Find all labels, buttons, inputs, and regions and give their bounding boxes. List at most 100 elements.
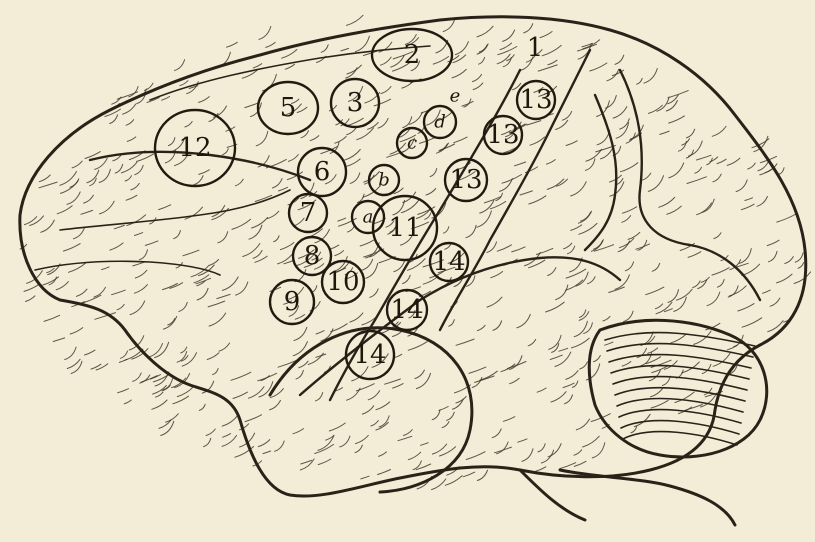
hatch-stroke <box>768 251 777 261</box>
hatch-stroke <box>366 264 378 279</box>
hatch-stroke <box>576 419 589 430</box>
hatch-stroke <box>566 141 577 146</box>
region-label: 13 <box>449 165 482 195</box>
hatch-stroke <box>477 470 487 480</box>
hatch-stroke <box>597 130 610 145</box>
hatch-stroke <box>477 325 485 330</box>
region-marker-1: 1 <box>527 33 544 63</box>
hatch-stroke <box>745 198 753 201</box>
hatch-stroke <box>473 74 482 81</box>
hatch-stroke <box>180 81 188 86</box>
region-marker-5: 5 <box>258 82 318 134</box>
hatch-stroke <box>56 282 68 290</box>
hatch-stroke <box>404 430 413 436</box>
hatch-stroke <box>512 247 525 252</box>
hatch-stroke <box>503 30 515 41</box>
hatch-stroke <box>76 289 87 296</box>
hatch-stroke <box>493 321 502 331</box>
region-marker-a: a <box>352 201 384 233</box>
hatch-stroke <box>374 99 391 106</box>
hatch-stroke <box>551 392 566 402</box>
hatch-stroke <box>118 389 129 393</box>
hatch-stroke <box>274 236 280 242</box>
hatch-stroke <box>572 338 590 348</box>
hatch-stroke <box>714 233 721 239</box>
hatch-stroke <box>555 352 571 366</box>
hatch-stroke <box>527 121 541 125</box>
hatch-stroke <box>402 82 412 88</box>
hatch-stroke <box>559 348 568 351</box>
hatch-stroke <box>280 243 294 250</box>
hatch-stroke <box>522 449 533 462</box>
hatch-stroke <box>518 439 527 442</box>
hatch-stroke <box>368 391 380 400</box>
hatch-stroke <box>253 64 262 68</box>
hatch-stroke <box>95 158 108 169</box>
hatch-stroke <box>370 289 379 298</box>
region-marker-3: 3 <box>331 79 379 127</box>
hatch-stroke <box>638 240 647 250</box>
hatch-stroke <box>556 285 568 300</box>
hatch-stroke <box>748 163 756 169</box>
hatch-stroke <box>350 313 363 322</box>
hatch-stroke <box>403 275 411 283</box>
hatch-stroke <box>454 137 468 143</box>
hatch-stroke <box>785 257 794 264</box>
hatch-stroke <box>637 78 643 84</box>
hatch-stroke <box>235 179 243 186</box>
hatch-stroke <box>542 45 561 55</box>
hatch-stroke <box>72 161 82 168</box>
hatch-stroke <box>321 45 328 53</box>
hatch-stroke <box>758 161 768 170</box>
hatch-stroke <box>185 122 192 128</box>
region-label: 8 <box>304 241 321 271</box>
hatch-stroke <box>275 441 285 451</box>
hatch-stroke <box>81 210 93 214</box>
hatch-stroke <box>331 324 348 332</box>
hatch-stroke <box>693 281 701 288</box>
hatch-stroke <box>777 214 797 223</box>
hatch-stroke <box>44 315 60 321</box>
hatch-stroke <box>110 243 123 250</box>
hatch-stroke <box>356 435 369 443</box>
region-label: c <box>407 133 417 154</box>
hatch-stroke <box>219 343 230 351</box>
hatch-stroke <box>207 353 219 360</box>
hatch-stroke <box>686 129 694 138</box>
hatch-stroke <box>536 248 552 254</box>
hatch-stroke <box>456 397 466 404</box>
hatch-stroke <box>166 414 179 422</box>
hatch-stroke <box>96 364 108 370</box>
hatch-stroke <box>538 65 557 71</box>
hatch-stroke <box>442 422 449 428</box>
hatch-stroke <box>362 406 373 414</box>
hatch-stroke <box>67 192 80 205</box>
hatch-stroke <box>622 216 631 223</box>
hatch-stroke <box>318 459 331 465</box>
hatch-stroke <box>497 54 510 64</box>
hatch-stroke <box>528 260 545 268</box>
hatch-stroke <box>249 225 262 239</box>
hatch-stroke <box>795 253 803 262</box>
hatch-stroke <box>548 268 556 276</box>
hatch-stroke <box>514 162 525 166</box>
hatch-stroke <box>466 225 476 237</box>
hatch-stroke <box>503 417 514 422</box>
hatch-stroke <box>145 241 158 246</box>
hatch-stroke <box>348 227 355 232</box>
hatch-stroke <box>770 298 780 306</box>
hatch-stroke <box>392 331 401 336</box>
hatch-stroke <box>380 57 391 65</box>
hatch-stroke <box>687 177 706 184</box>
region-marker-b: b <box>369 165 399 195</box>
hatch-stroke <box>741 204 754 210</box>
hatch-stroke <box>125 176 131 181</box>
hatch-stroke <box>432 410 440 420</box>
hatch-stroke <box>355 36 369 52</box>
hatch-stroke <box>393 384 404 389</box>
region-label: 10 <box>326 267 359 297</box>
hatch-stroke <box>408 452 420 460</box>
hatch-stroke <box>199 97 210 103</box>
hatch-stroke <box>139 250 147 260</box>
